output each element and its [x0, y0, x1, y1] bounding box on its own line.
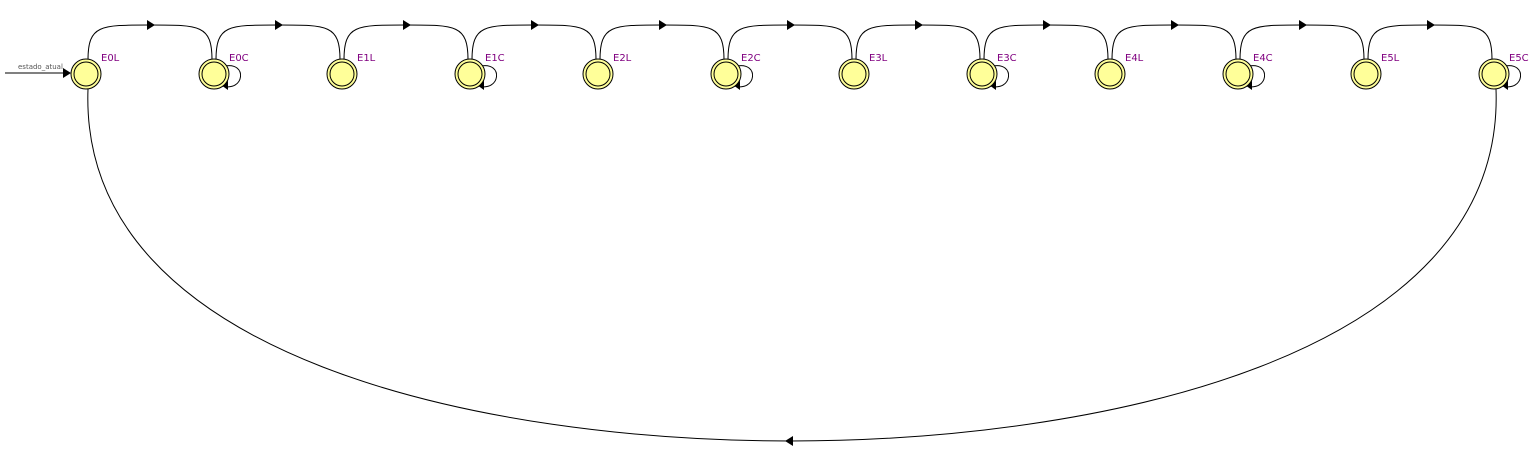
initial-transition: estado_atual — [5, 63, 71, 78]
state-inner-ring — [1481, 61, 1507, 87]
forward-arrowhead — [1427, 20, 1435, 30]
state-e1l[interactable]: E1L — [326, 53, 376, 90]
transition-E3C-to-E4L — [983, 20, 1109, 61]
initial-arrowhead — [63, 68, 71, 78]
state-inner-ring — [841, 61, 867, 87]
state-e1c[interactable]: E1C — [454, 53, 505, 90]
state-e4l[interactable]: E4L — [1094, 53, 1144, 90]
forward-arrowhead — [1299, 20, 1307, 30]
forward-arrowhead — [403, 20, 411, 30]
state-inner-ring — [329, 61, 355, 87]
transition-E2C-to-E3L — [727, 20, 853, 61]
state-e0l[interactable]: E0L — [70, 53, 120, 90]
state-label: E4L — [1125, 53, 1144, 64]
transition-E1C-to-E2L — [471, 20, 597, 61]
transition-edges — [87, 20, 1522, 446]
forward-arrowhead — [147, 20, 155, 30]
state-e4c[interactable]: E4C — [1222, 53, 1273, 90]
forward-arrowhead — [787, 20, 795, 30]
state-inner-ring — [201, 61, 227, 87]
state-label: E1L — [357, 53, 376, 64]
state-label: E3L — [869, 53, 888, 64]
state-label: E3C — [997, 53, 1017, 64]
self-loop-edge — [478, 65, 498, 88]
transition-E4C-to-E5L — [1239, 20, 1365, 61]
state-inner-ring — [457, 61, 483, 87]
state-e5c[interactable]: E5C — [1478, 53, 1529, 90]
forward-arrowhead — [275, 20, 283, 30]
state-inner-ring — [1097, 61, 1123, 87]
state-e2l[interactable]: E2L — [582, 53, 632, 90]
forward-arrowhead — [659, 20, 667, 30]
self-loop-edge — [990, 65, 1010, 88]
forward-arrowhead — [1171, 20, 1179, 30]
return-edge — [87, 88, 1497, 442]
states: E0L E0C E1L E1C E2L E2C E3L E3C E4L E4C E5L E5C — [70, 53, 1529, 90]
state-e5l[interactable]: E5L — [1350, 53, 1400, 90]
transition-E5L-to-E5C — [1367, 20, 1493, 61]
transition-E1L-to-E1C — [343, 20, 469, 61]
self-loop-edge — [1502, 65, 1522, 88]
state-e3c[interactable]: E3C — [966, 53, 1017, 90]
transition-E3L-to-E3C — [855, 20, 981, 61]
self-loop-edge — [222, 65, 242, 88]
state-label: E5C — [1509, 53, 1529, 64]
state-label: E1C — [485, 53, 505, 64]
transition-E0C-to-E1L — [215, 20, 341, 61]
state-label: E0L — [101, 53, 120, 64]
state-e3l[interactable]: E3L — [838, 53, 888, 90]
state-inner-ring — [585, 61, 611, 87]
state-inner-ring — [1353, 61, 1379, 87]
transition-E0L-to-E0C — [87, 20, 213, 61]
forward-arrowhead — [531, 20, 539, 30]
state-label: E4C — [1253, 53, 1273, 64]
state-inner-ring — [73, 61, 99, 87]
input-label: estado_atual — [18, 63, 63, 71]
forward-arrowhead — [1043, 20, 1051, 30]
state-inner-ring — [1225, 61, 1251, 87]
transition-E5C-to-E0L — [87, 88, 1497, 446]
state-label: E5L — [1381, 53, 1400, 64]
self-loop-edge — [734, 65, 754, 88]
state-e0c[interactable]: E0C — [198, 53, 249, 90]
return-arrowhead — [785, 436, 793, 446]
state-inner-ring — [969, 61, 995, 87]
state-e2c[interactable]: E2C — [710, 53, 761, 90]
state-label: E0C — [229, 53, 249, 64]
self-loop-edge — [1246, 65, 1266, 88]
transition-E2L-to-E2C — [599, 20, 725, 61]
forward-arrowhead — [915, 20, 923, 30]
state-label: E2L — [613, 53, 632, 64]
state-inner-ring — [713, 61, 739, 87]
state-label: E2C — [741, 53, 761, 64]
transition-E4L-to-E4C — [1111, 20, 1237, 61]
